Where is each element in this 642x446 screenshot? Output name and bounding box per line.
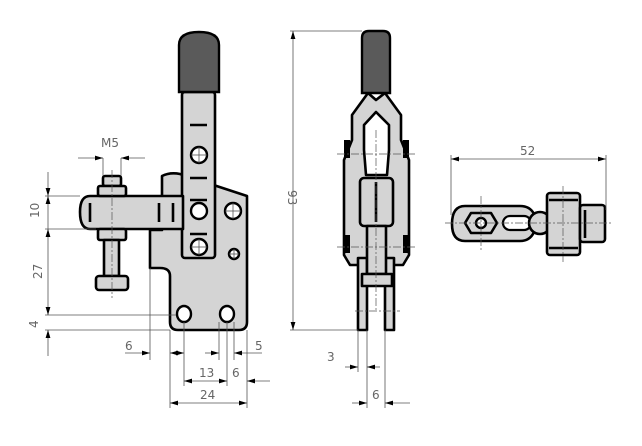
handle-grip-side [360, 29, 392, 95]
side-dimension-lines [290, 30, 410, 408]
handle-grip [177, 30, 221, 94]
dim-hole-spacing: 13 [199, 366, 214, 380]
dim-base-width: 24 [200, 388, 215, 402]
right-leg [383, 256, 396, 332]
dim-arm-height: 10 [28, 203, 42, 218]
front-dimension-lines [45, 155, 270, 408]
side-view: 93 3 6 [285, 29, 416, 408]
dim-total-length: 52 [520, 144, 535, 158]
dim-leg-spacing: 6 [372, 388, 380, 402]
dim-step-offset: 6 [125, 339, 133, 353]
dim-total-height: 93 [285, 190, 299, 205]
dim-hole-to-edge: 6 [232, 366, 240, 380]
left-leg [356, 256, 369, 332]
spindle-bolt [94, 170, 130, 298]
top-view: 52 [445, 144, 612, 262]
dim-spindle-to-holes: 27 [31, 264, 45, 279]
dim-leg-thickness: 3 [327, 350, 335, 364]
clamp-arm [78, 194, 185, 231]
dim-hole-to-bottom: 4 [27, 320, 41, 328]
mounting-holes [175, 304, 236, 324]
front-view: M5 10 27 4 6 5 13 6 24 [27, 30, 270, 408]
spindle-side [365, 224, 388, 276]
dim-thread: M5 [101, 136, 119, 150]
top-dimension-lines [450, 155, 607, 215]
dim-edge-to-hole: 5 [255, 339, 263, 353]
knob-top [545, 191, 582, 257]
